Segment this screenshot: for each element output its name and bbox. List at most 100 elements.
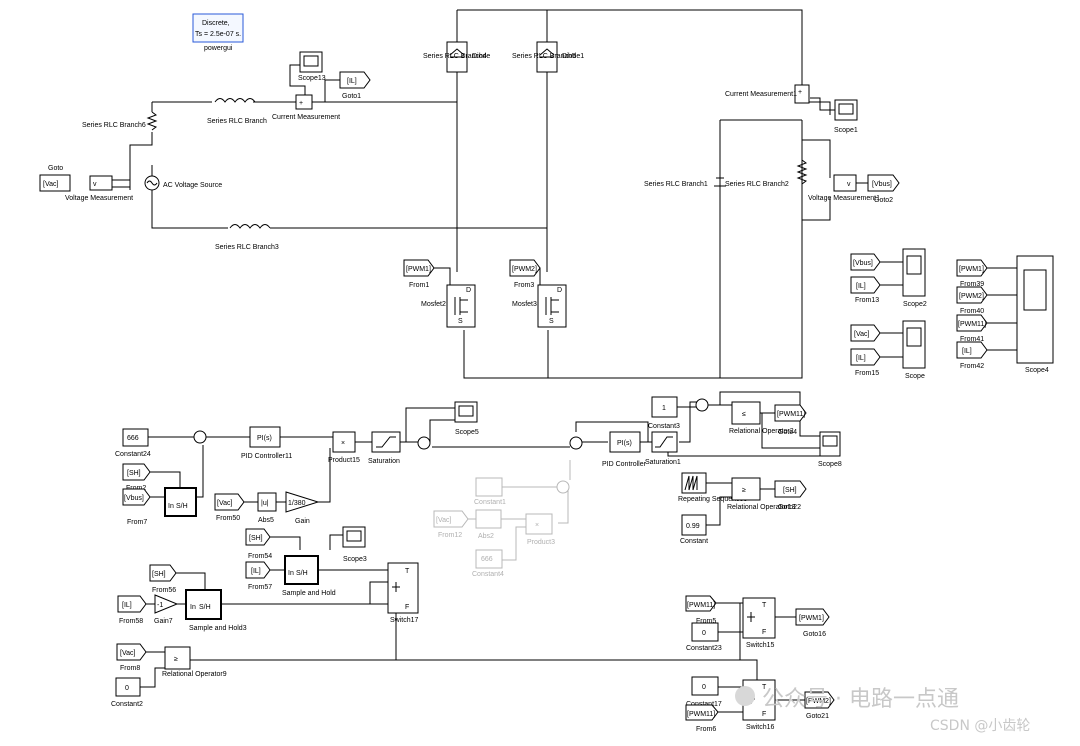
sample-and-hold3-block[interactable]: In S/H Sample and Hold3 — [185, 589, 247, 632]
series-rlc-branch1-block[interactable]: Series RLC Branch1 — [644, 177, 726, 188]
svg-text:S/H: S/H — [176, 503, 188, 510]
constant23-block[interactable]: 0 Constant23 — [686, 622, 722, 652]
sum-block-disabled[interactable] — [556, 480, 570, 494]
svg-text:T: T — [762, 602, 767, 609]
scope8-block[interactable]: Scope8 — [818, 431, 842, 468]
constant3-block[interactable]: 1 Constant3 — [648, 396, 680, 430]
svg-text:[PWM1]: [PWM1] — [799, 615, 824, 622]
from13-il-block[interactable]: [IL] From13 — [850, 276, 881, 304]
svg-text:Current Measurement: Current Measurement — [272, 114, 340, 121]
svg-text:0: 0 — [702, 630, 706, 637]
voltage-measurement-block[interactable]: v Voltage Measurement — [65, 175, 133, 202]
svg-text:D: D — [557, 287, 562, 294]
svg-text:F: F — [405, 604, 409, 611]
scope1-block[interactable]: Scope1 — [834, 99, 858, 134]
sum-block-2[interactable] — [417, 436, 431, 450]
series-rlc-branch-block[interactable]: Series RLC Branch — [207, 98, 267, 126]
series-rlc-branch2-block[interactable]: Series RLC Branch2 — [725, 159, 808, 188]
constant24-block[interactable]: 666 Constant24 — [115, 428, 151, 458]
constant17-block[interactable]: 0 Constant17 — [686, 676, 722, 708]
scope-block[interactable]: Scope — [902, 320, 926, 380]
mosfet2-block[interactable]: D S Mosfet2 — [421, 284, 476, 328]
ac-voltage-source-block[interactable]: AC Voltage Source — [144, 175, 222, 191]
sample-hold-block-top[interactable]: In S/H — [164, 487, 197, 517]
constant4-block-disabled[interactable]: 666 Constant4 — [472, 549, 504, 578]
saturation1-block[interactable]: Saturation1 — [645, 431, 681, 466]
svg-text:Constant23: Constant23 — [686, 645, 722, 652]
product3-block-disabled[interactable]: × Product3 — [525, 513, 555, 546]
voltage-measurement1-block[interactable]: v Voltage Measurement1 — [808, 174, 880, 202]
sum-block-1[interactable] — [193, 430, 207, 444]
from58-block[interactable]: [IL] From58 — [117, 595, 147, 625]
relational-operator2-block[interactable]: ≤ Relational Operator2 — [729, 401, 794, 435]
svg-text:From3: From3 — [514, 282, 534, 289]
from57-block[interactable]: [IL] From57 — [245, 561, 272, 591]
svg-text:Saturation: Saturation — [368, 458, 400, 465]
from7-block[interactable]: [Vbus] From7 — [122, 488, 151, 526]
from6-block[interactable]: [PWM11] From6 — [685, 704, 719, 733]
powergui-block[interactable]: Discrete, Ts = 2.5e-07 s. powergui — [192, 13, 244, 52]
scope4-block[interactable]: Scope4 — [1016, 255, 1054, 374]
from15-vac-block[interactable]: [Vac] — [850, 324, 881, 342]
gain7-block[interactable]: -1 Gain7 — [154, 594, 179, 625]
pid-controller-block[interactable]: PI(s) PID Controller — [602, 431, 647, 468]
goto16-block[interactable]: [PWM1] Goto16 — [795, 608, 830, 638]
from13-vbus-block[interactable]: [Vbus] — [850, 253, 881, 271]
svg-text:S/H: S/H — [199, 604, 211, 611]
svg-text:[Vbus]: [Vbus] — [872, 181, 892, 188]
series-rlc-branch5-block[interactable]: Series RLC Branch5 Diode1 — [512, 41, 584, 73]
series-rlc-branch3-block[interactable]: Series RLC Branch3 — [215, 224, 279, 252]
from2-block[interactable]: [SH] From2 — [122, 463, 151, 492]
abs5-block[interactable]: |u| Abs5 — [257, 492, 277, 524]
goto4-block[interactable]: [PWM11] Goto4 — [774, 404, 807, 436]
constant-block[interactable]: 0.99 Constant — [680, 514, 708, 545]
from5-block[interactable]: [PWM11] From5 — [685, 595, 717, 625]
sum-block-3[interactable] — [569, 436, 583, 450]
constant2-block[interactable]: 0 Constant2 — [111, 677, 143, 708]
from8-block[interactable]: [Vac] From8 — [116, 643, 147, 672]
svg-text:F: F — [762, 629, 766, 636]
current-measurement1-block[interactable]: + Current Measurement1 — [725, 84, 810, 104]
gain-block[interactable]: 1/380 Gain — [285, 491, 320, 525]
from15-il-block[interactable]: [IL] From15 — [850, 348, 881, 377]
switch17-block[interactable]: T F Switch17 — [387, 562, 419, 624]
sum-block-4[interactable] — [695, 398, 709, 412]
goto-vac-block[interactable]: Goto [Vac] — [39, 165, 71, 192]
from54-block[interactable]: [SH] From54 — [245, 528, 272, 560]
from3-block[interactable]: [PWM2] From3 — [509, 259, 541, 289]
from1-block[interactable]: [PWM1] From1 — [403, 259, 435, 289]
from41-block[interactable]: [PWM11] From41 — [956, 314, 988, 343]
relational-operator13-block[interactable]: ≥ Relational Operator13 — [727, 477, 796, 511]
from40-block[interactable]: [PWM2] From40 — [956, 286, 988, 315]
goto21-block[interactable]: [PWM2] Goto21 — [804, 691, 835, 720]
scope5-block[interactable]: Scope5 — [454, 401, 479, 436]
pid-controller11-block[interactable]: PI(s) PID Controller11 — [241, 426, 292, 460]
scope3-block[interactable]: Scope3 — [342, 526, 367, 563]
goto2-block[interactable]: [Vbus] Goto2 — [867, 174, 900, 204]
scope13-block[interactable]: Scope13 — [298, 51, 326, 82]
svg-text:≤: ≤ — [742, 411, 746, 418]
series-rlc-branch4-block[interactable]: Series RLC Branch4 Diode — [423, 41, 490, 73]
current-measurement-block[interactable]: + Current Measurement — [272, 94, 340, 121]
constant1-block-disabled[interactable]: Constant1 — [474, 477, 506, 506]
svg-text:[IL]: [IL] — [122, 602, 132, 609]
goto1-block[interactable]: [IL] Goto1 — [339, 71, 371, 100]
abs2-block-disabled[interactable]: Abs2 — [475, 509, 502, 540]
mosfet3-block[interactable]: D S Mosfet3 — [512, 284, 567, 328]
product15-block[interactable]: × Product15 — [328, 431, 360, 464]
from39-block[interactable]: [PWM1] From39 — [956, 259, 988, 288]
repeating-sequence5-block[interactable]: Repeating Sequence5 — [678, 472, 747, 503]
saturation-block[interactable]: Saturation — [368, 431, 401, 465]
sample-and-hold-block[interactable]: In S/H Sample and Hold — [282, 555, 336, 597]
svg-text:Switch17: Switch17 — [390, 617, 419, 624]
goto22-block[interactable]: [SH] Goto22 — [774, 480, 807, 511]
series-rlc-branch6-block[interactable]: Series RLC Branch6 — [82, 111, 158, 131]
from56-block[interactable]: [SH] From56 — [149, 564, 177, 594]
scope2-block[interactable]: Scope2 — [902, 248, 927, 308]
from42-block[interactable]: [IL] From42 — [956, 341, 988, 370]
relational-operator9-block[interactable]: ≥ Relational Operator9 — [162, 646, 227, 678]
from12-block-disabled[interactable]: [Vac] From12 — [433, 510, 469, 539]
svg-text:From15: From15 — [855, 370, 879, 377]
switch15-block[interactable]: T F Switch15 — [742, 597, 776, 649]
from50-block[interactable]: [Vac] From50 — [214, 493, 245, 522]
